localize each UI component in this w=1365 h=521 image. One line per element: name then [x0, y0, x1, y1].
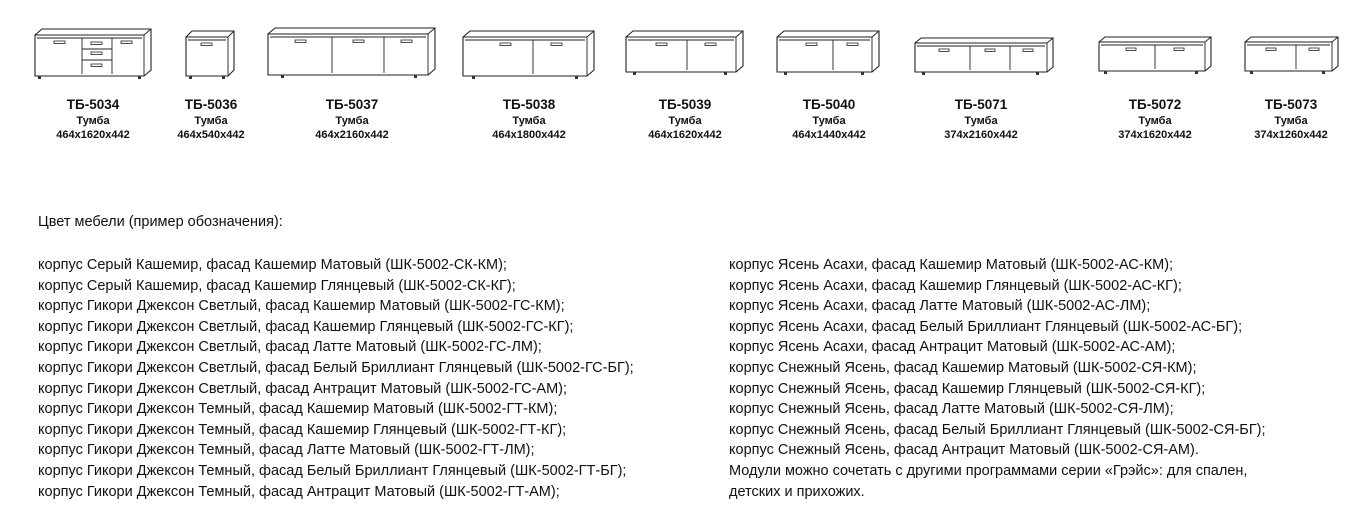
product-code: ТБ-5071	[954, 97, 1008, 112]
color-option: корпус Ясень Асахи, фасад Кашемир Глянце…	[729, 277, 1182, 294]
product-code: ТБ-5036	[184, 97, 238, 112]
color-list-left: корпус Серый Кашемир, фасад Кашемир Мато…	[38, 255, 634, 502]
color-option: корпус Гикори Джексон Темный, фасад Латт…	[38, 442, 535, 459]
color-option: корпус Гикори Джексон Темный, фасад Каше…	[38, 401, 558, 418]
product-dimensions: 464x2160x442	[315, 129, 389, 141]
product-type: Тумба	[194, 115, 228, 127]
color-option: корпус Снежный Ясень, фасад Антрацит Мат…	[729, 442, 1199, 459]
product-code: ТБ-5039	[658, 97, 712, 112]
product-tb-5038: ТБ-5038 Тумба 464x1800x442	[462, 0, 595, 150]
color-option: корпус Гикори Джексон Темный, фасад Белы…	[38, 462, 627, 479]
color-option: корпус Серый Кашемир, фасад Кашемир Глян…	[38, 277, 516, 294]
color-option: корпус Гикори Джексон Темный, фасад Антр…	[38, 483, 560, 500]
product-dimensions: 464x1440x442	[792, 129, 866, 141]
cabinet-drawing	[914, 37, 1054, 75]
product-dimensions: 374x1260x442	[1254, 129, 1328, 141]
product-dimensions: 464x1620x442	[648, 129, 722, 141]
color-option: корпус Снежный Ясень, фасад Кашемир Глян…	[729, 380, 1206, 397]
product-code: ТБ-5040	[802, 97, 856, 112]
product-tb-5036: ТБ-5036 Тумба 464x540x442	[177, 0, 245, 150]
product-type: Тумба	[1274, 115, 1308, 127]
color-option: корпус Гикори Джексон Светлый, фасад Каш…	[38, 298, 565, 315]
product-dimensions: 464x1800x442	[492, 129, 566, 141]
cabinet-drawing	[34, 28, 152, 79]
product-tb-5071: ТБ-5071 Тумба 374x2160x442	[914, 0, 1054, 150]
color-option: корпус Гикори Джексон Светлый, фасад Ант…	[38, 380, 568, 397]
product-type: Тумба	[335, 115, 369, 127]
color-option: корпус Гикори Джексон Светлый, фасад Каш…	[38, 318, 574, 335]
product-tb-5040: ТБ-5040 Тумба 464x1440x442	[776, 0, 880, 150]
color-option: корпус Снежный Ясень, фасад Латте Матовы…	[729, 401, 1174, 418]
product-code: ТБ-5038	[502, 97, 556, 112]
color-option: корпус Ясень Асахи, фасад Белый Бриллиан…	[729, 318, 1243, 335]
color-option: корпус Ясень Асахи, фасад Латте Матовый …	[729, 298, 1151, 315]
product-tb-5073: ТБ-5073 Тумба 374x1260x442	[1244, 0, 1339, 150]
product-dimensions: 464x540x442	[177, 129, 245, 141]
product-tb-5034: ТБ-5034 Тумба 464x1620x442	[34, 0, 152, 150]
product-tb-5039: ТБ-5039 Тумба 464x1620x442	[625, 0, 744, 150]
color-heading: Цвет мебели (пример обозначения):	[38, 214, 283, 230]
product-tb-5072: ТБ-5072 Тумба 374x1620x442	[1098, 0, 1212, 150]
note-text: детских и прихожих.	[729, 483, 865, 500]
note-text: Модули можно сочетать с другими программ…	[729, 462, 1248, 479]
cabinet-drawing	[267, 27, 436, 78]
product-dimensions: 464x1620x442	[56, 129, 130, 141]
product-code: ТБ-5072	[1128, 97, 1182, 112]
color-option: корпус Гикори Джексон Темный, фасад Каше…	[38, 421, 567, 438]
product-tb-5037: ТБ-5037 Тумба 464x2160x442	[267, 0, 436, 150]
product-code: ТБ-5037	[325, 97, 379, 112]
product-dimensions: 374x2160x442	[944, 129, 1018, 141]
product-type: Тумба	[668, 115, 702, 127]
color-option: корпус Гикори Джексон Светлый, фасад Лат…	[38, 339, 542, 356]
product-type: Тумба	[1138, 115, 1172, 127]
cabinet-drawing	[1244, 36, 1339, 74]
product-dimensions: 374x1620x442	[1118, 129, 1192, 141]
color-option: корпус Снежный Ясень, фасад Кашемир Мато…	[729, 359, 1197, 376]
product-catalog: ТБ-5034 Тумба 464x1620x442 ТБ-5036 Тумба…	[0, 0, 1365, 150]
cabinet-drawing	[625, 30, 744, 75]
color-list-right: корпус Ясень Асахи, фасад Кашемир Матовы…	[729, 255, 1266, 502]
color-option: корпус Серый Кашемир, фасад Кашемир Мато…	[38, 257, 507, 273]
color-option: корпус Ясень Асахи, фасад Антрацит Матов…	[729, 339, 1176, 356]
product-type: Тумба	[512, 115, 546, 127]
color-option: корпус Ясень Асахи, фасад Кашемир Матовы…	[729, 257, 1174, 273]
cabinet-drawing	[776, 30, 880, 75]
product-code: ТБ-5034	[66, 97, 120, 112]
color-option: корпус Снежный Ясень, фасад Белый Брилли…	[729, 421, 1266, 438]
product-code: ТБ-5073	[1264, 97, 1318, 112]
product-type: Тумба	[812, 115, 846, 127]
product-type: Тумба	[76, 115, 110, 127]
cabinet-drawing	[1098, 36, 1212, 74]
color-option: корпус Гикори Джексон Светлый, фасад Бел…	[38, 359, 634, 376]
cabinet-drawing	[462, 30, 595, 79]
product-type: Тумба	[964, 115, 998, 127]
cabinet-drawing	[185, 30, 235, 79]
